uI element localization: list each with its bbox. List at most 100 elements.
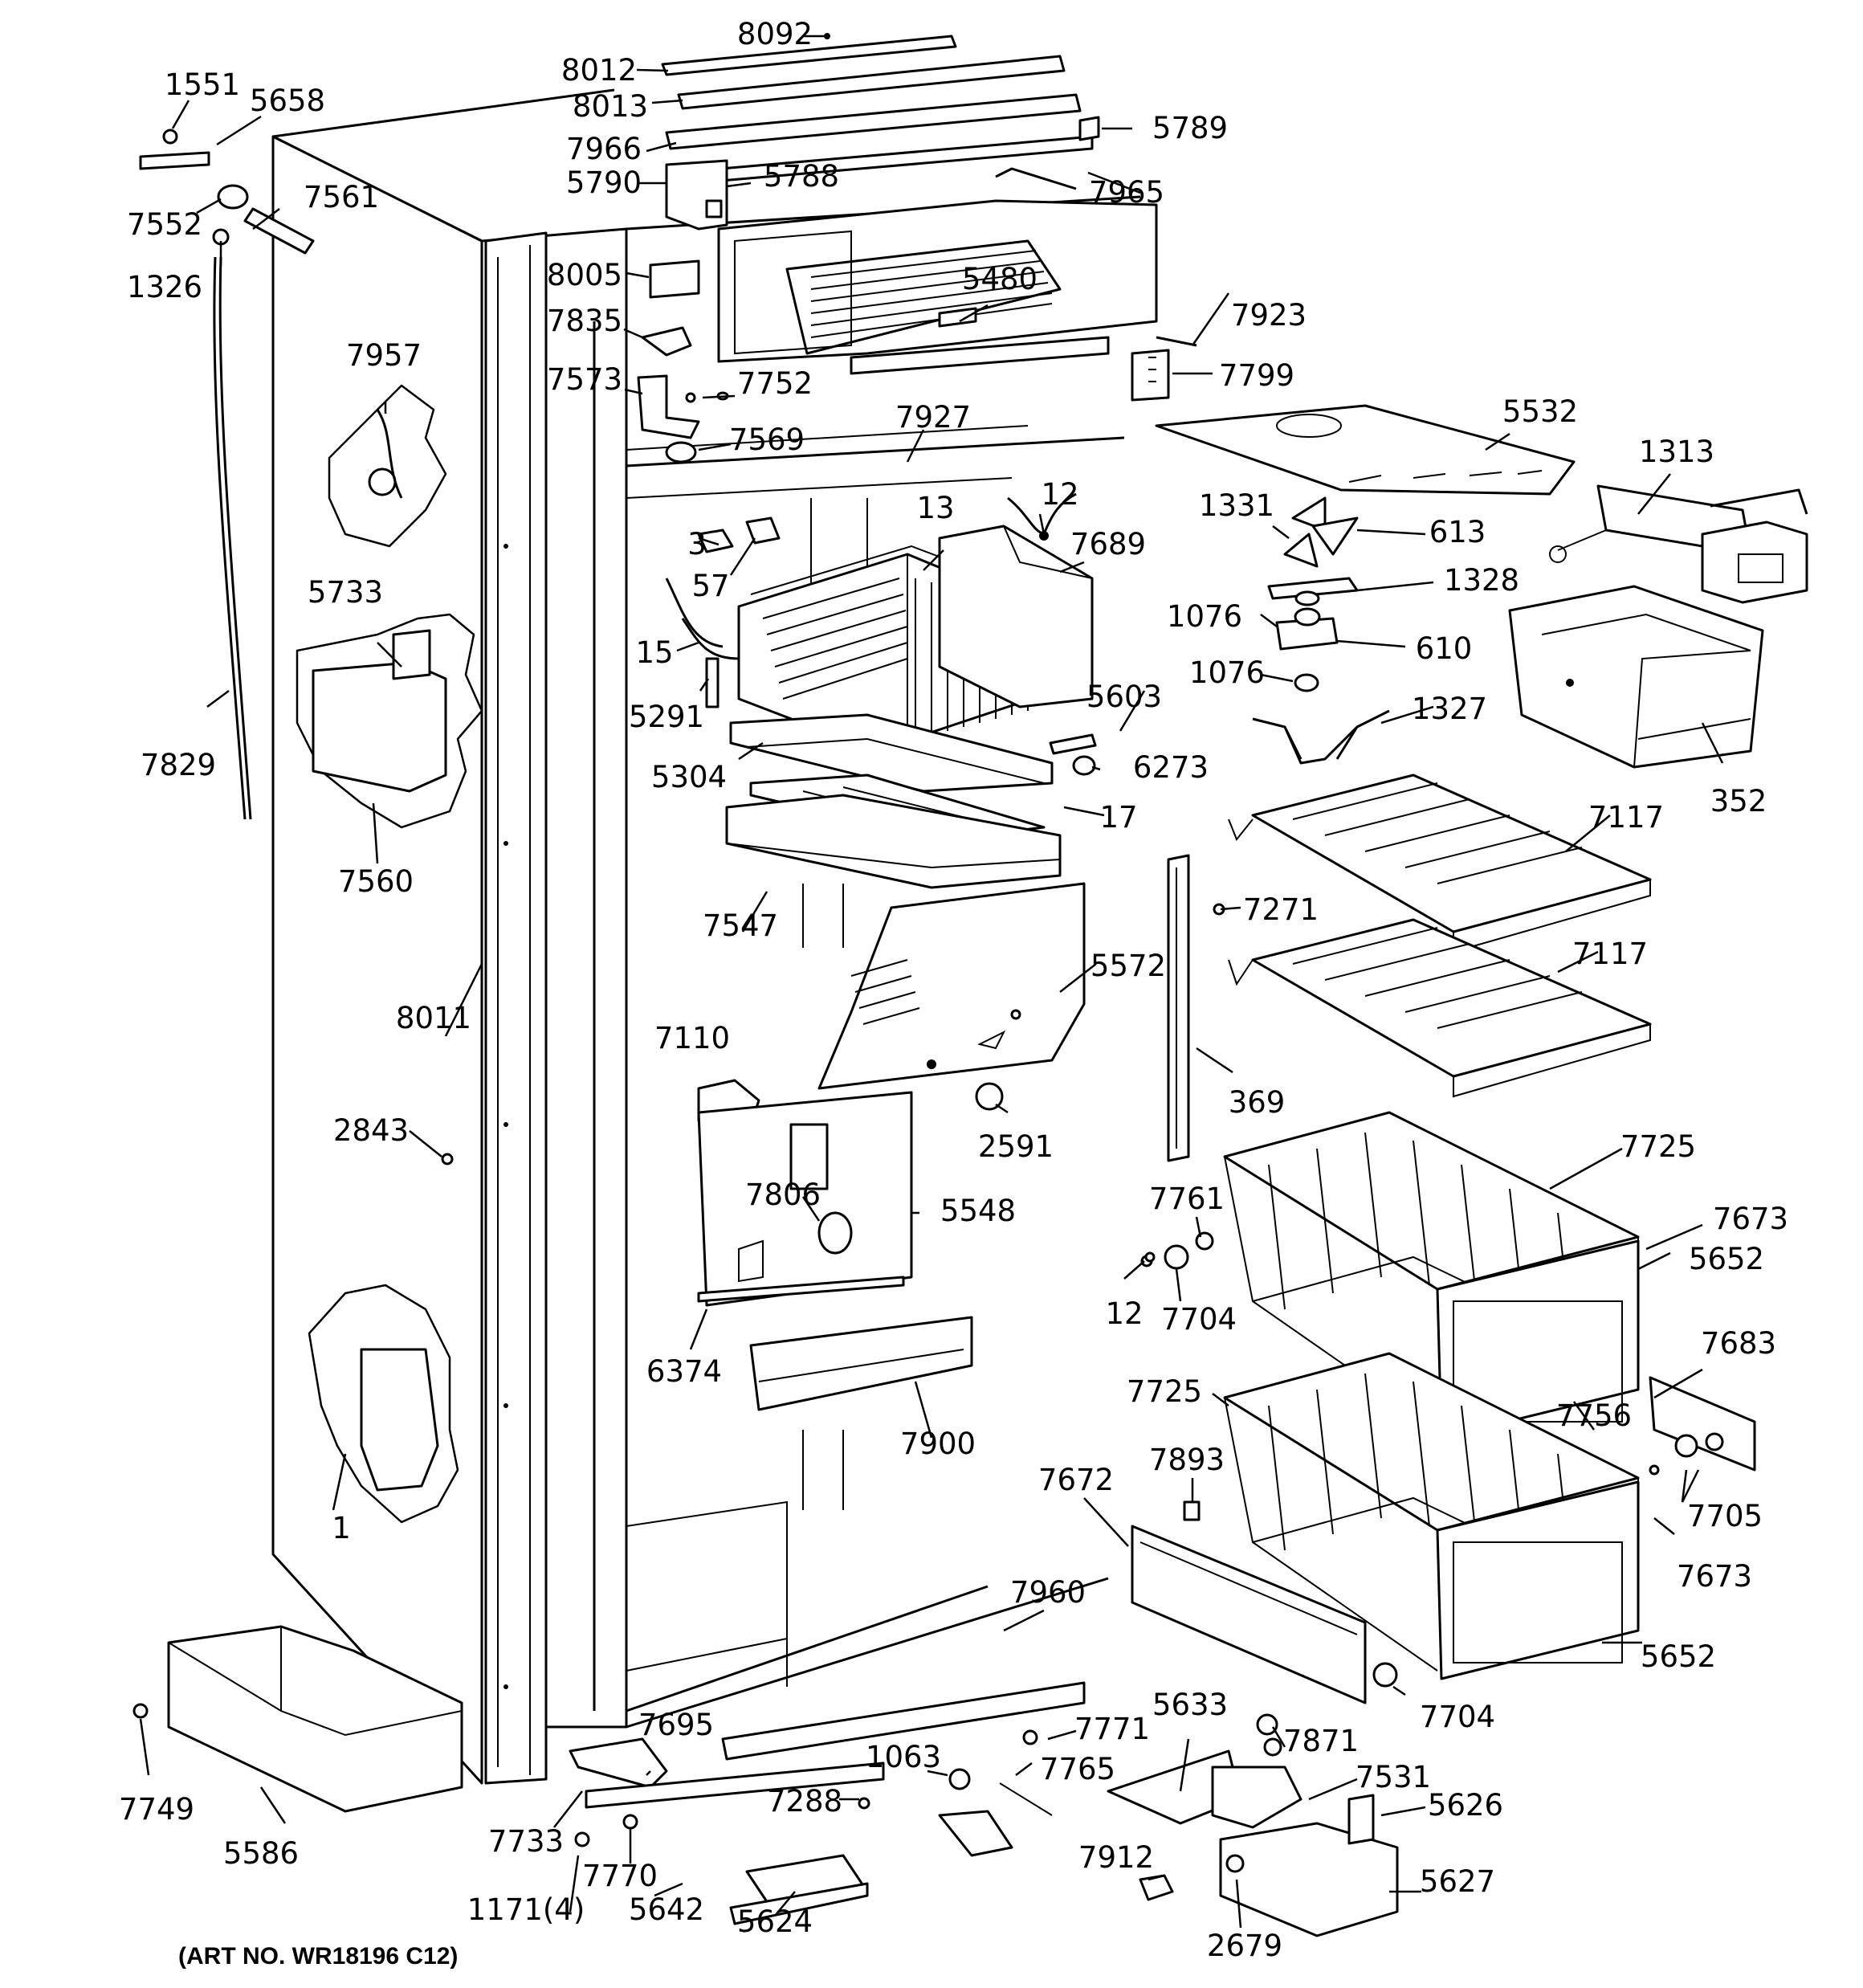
heater-5291 (705, 657, 720, 708)
channel-7900 (749, 1316, 973, 1411)
knob-2591 (975, 1082, 1004, 1111)
rail-7683 (1649, 1376, 1756, 1472)
label-610: 610 (1416, 631, 1473, 666)
label-5532: 5532 (1502, 394, 1578, 429)
label-1328: 1328 (1444, 563, 1519, 598)
label-5480: 5480 (962, 262, 1037, 296)
label-7552: 7552 (127, 207, 202, 242)
label-5627: 5627 (1420, 1864, 1495, 1899)
strip-6374 (697, 1276, 905, 1303)
shelf-ladder-369 (1167, 854, 1190, 1162)
label-7960: 7960 (1010, 1575, 1086, 1610)
label-7770: 7770 (582, 1859, 658, 1893)
label-7965: 7965 (1089, 175, 1164, 210)
label-1076-lower: 1076 (1189, 655, 1265, 690)
label-7673-upper: 7673 (1713, 1202, 1788, 1236)
label-57: 57 (691, 569, 729, 603)
drain-pan-stack (725, 713, 1062, 889)
label-7560: 7560 (338, 864, 414, 899)
label-1551: 1551 (165, 67, 240, 102)
air-duct-5480 (717, 167, 1197, 375)
label-17: 17 (1099, 800, 1137, 835)
label-1076-upper: 1076 (1167, 599, 1242, 634)
label-12-lower: 12 (1105, 1296, 1143, 1331)
label-352: 352 (1710, 784, 1767, 818)
label-1326: 1326 (127, 270, 202, 304)
label-7871: 7871 (1283, 1724, 1359, 1758)
label-7704-upper: 7704 (1161, 1302, 1237, 1337)
block-7799 (1131, 349, 1170, 402)
label-7957: 7957 (346, 338, 422, 373)
clips-3-57 (697, 516, 781, 553)
label-5790: 5790 (566, 165, 642, 200)
basket-7725-upper (1223, 1111, 1640, 1439)
label-3: 3 (687, 527, 707, 561)
label-7561: 7561 (304, 180, 379, 214)
cover-5586 (132, 1625, 463, 1813)
label-7288: 7288 (767, 1784, 842, 1819)
label-7829: 7829 (141, 748, 216, 782)
label-369: 369 (1229, 1085, 1286, 1120)
rollers-7704 (1140, 1231, 1398, 1688)
label-7689: 7689 (1070, 527, 1146, 561)
label-5652-lower: 5652 (1641, 1639, 1716, 1674)
label-5624: 5624 (737, 1904, 813, 1939)
callout-7957 (328, 384, 447, 548)
label-8013: 8013 (573, 89, 648, 124)
label-5304: 5304 (651, 760, 727, 794)
label-2591: 2591 (978, 1129, 1054, 1164)
label-7749: 7749 (119, 1792, 194, 1827)
part-labels: 8092 8012 8013 7966 5789 5790 5788 7965 … (119, 17, 1788, 1963)
label-5652-upper: 5652 (1689, 1242, 1764, 1276)
label-13: 13 (916, 491, 954, 525)
label-7733: 7733 (488, 1824, 564, 1859)
tube-5603 (1049, 733, 1097, 776)
label-5603: 5603 (1086, 680, 1162, 714)
art-number-caption: (ART NO. WR18196 C12) (178, 1943, 458, 1970)
label-12-upper: 12 (1041, 477, 1078, 512)
label-7725-upper: 7725 (1620, 1129, 1696, 1164)
label-7547: 7547 (703, 908, 778, 943)
evap-cover-5572 (817, 882, 1086, 1090)
water-tube-7829 (213, 256, 252, 820)
label-8092: 8092 (737, 17, 813, 51)
label-7927: 7927 (895, 400, 971, 435)
label-7912: 7912 (1078, 1840, 1154, 1875)
label-7673-lower: 7673 (1677, 1559, 1752, 1594)
cabinet-side-panel (271, 88, 615, 1785)
fan-motor-assembly (1252, 496, 1390, 765)
label-7900: 7900 (900, 1427, 976, 1461)
label-7771: 7771 (1074, 1712, 1150, 1746)
label-7756: 7756 (1556, 1398, 1632, 1433)
label-7704-lower: 7704 (1420, 1700, 1495, 1734)
label-7799: 7799 (1219, 358, 1294, 393)
label-7531: 7531 (1355, 1760, 1431, 1794)
icemaker-1313 (1549, 484, 1808, 604)
label-7923: 7923 (1231, 298, 1307, 333)
label-5789: 5789 (1152, 111, 1228, 145)
label-8012: 8012 (561, 53, 637, 88)
label-5658: 5658 (250, 84, 325, 118)
label-1327: 1327 (1412, 692, 1487, 726)
label-7835: 7835 (547, 304, 622, 338)
label-8005: 8005 (547, 258, 622, 292)
label-15: 15 (635, 635, 673, 670)
label-5291: 5291 (629, 700, 704, 734)
front-trim-8011 (484, 231, 548, 1785)
label-7806: 7806 (745, 1178, 821, 1212)
bracket-5790-5788-5789 (665, 116, 1100, 231)
small-brackets (637, 259, 729, 463)
label-7752: 7752 (737, 366, 813, 401)
label-7695: 7695 (638, 1708, 714, 1742)
label-7573: 7573 (547, 362, 622, 397)
label-7893: 7893 (1149, 1443, 1225, 1477)
insulation-7689 (938, 525, 1094, 708)
bottom-parts (569, 1681, 1086, 1925)
label-7117-upper: 7117 (1588, 800, 1664, 835)
label-7672: 7672 (1038, 1463, 1114, 1497)
callout-1 (308, 1284, 459, 1524)
basket-7725-lower (1223, 1352, 1640, 1680)
screws (139, 129, 1660, 1810)
label-1331: 1331 (1199, 488, 1274, 523)
